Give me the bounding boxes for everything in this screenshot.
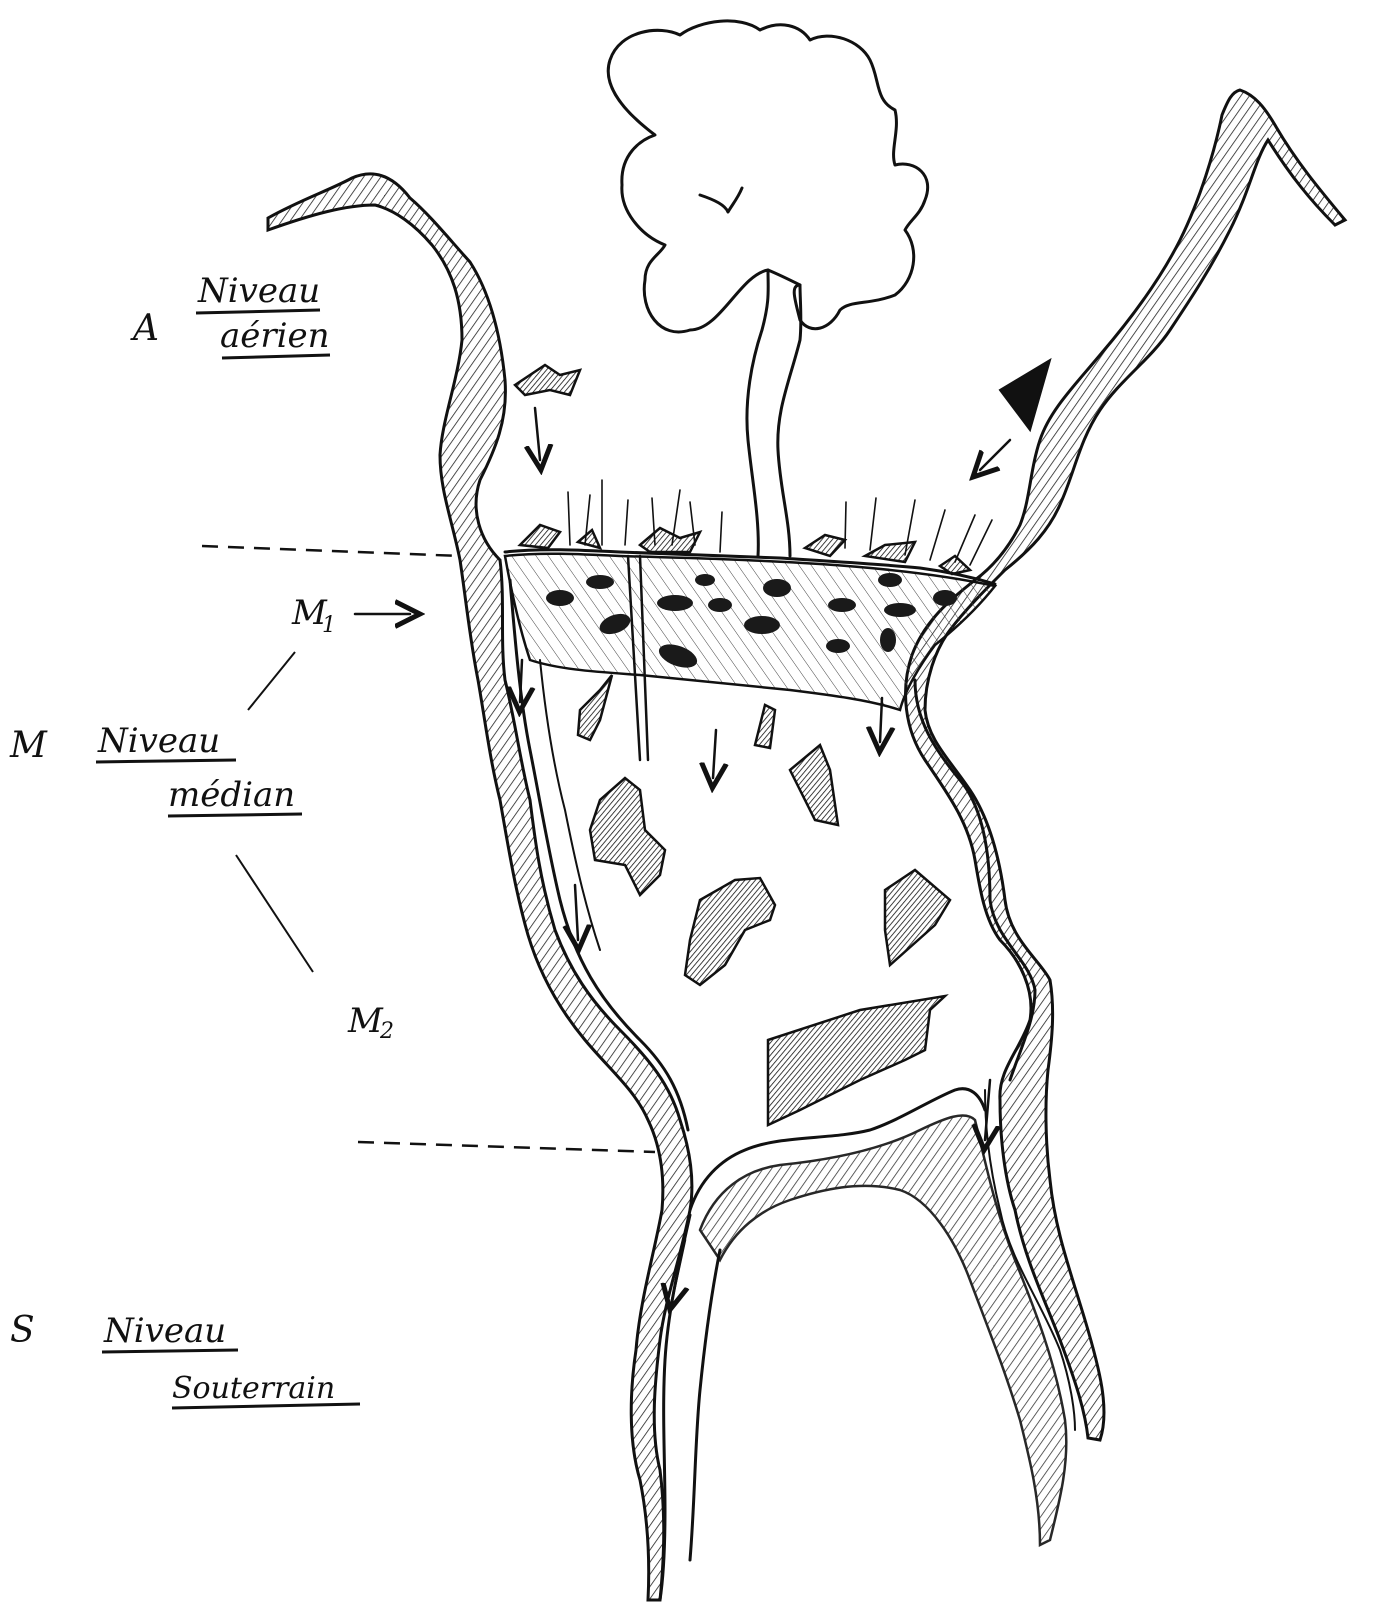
arrow-icon — [575, 885, 578, 940]
falling-stone-right — [1000, 360, 1050, 430]
m1-subscript: 1 — [322, 613, 336, 638]
arrow-icon — [535, 408, 540, 460]
pebble — [878, 573, 902, 587]
pebble — [828, 598, 856, 612]
m-to-m1-leader — [248, 652, 295, 710]
label-level-m: M Niveau médian — [9, 721, 302, 816]
separator-median-souterrain — [358, 1142, 655, 1152]
pebble — [744, 616, 780, 634]
m-to-m2-leader — [236, 855, 313, 972]
separator-aerien-median — [202, 546, 460, 556]
m2-subscript: 2 — [379, 1019, 394, 1044]
level-a-subtitle: aérien — [220, 316, 330, 356]
m2-label: M — [347, 1001, 384, 1041]
pebble — [546, 590, 574, 606]
pebble — [657, 595, 693, 611]
falling-stone-left — [515, 365, 580, 395]
lower-outlet-stream-right — [690, 1250, 720, 1560]
pebble — [826, 639, 850, 653]
level-m-title: Niveau — [97, 721, 220, 761]
label-m2: M 2 — [347, 1001, 394, 1044]
pebble — [933, 590, 957, 606]
level-s-letter: S — [10, 1310, 35, 1351]
label-level-s: S Niveau Souterrain — [10, 1310, 360, 1408]
right-inner-channel — [915, 680, 1035, 1080]
pebble — [880, 628, 896, 652]
pebble — [695, 574, 715, 586]
tree-trunk — [747, 270, 801, 556]
level-a-title: Niveau — [197, 271, 320, 311]
label-m1: M 1 — [291, 593, 336, 638]
level-s-title: Niveau — [103, 1311, 226, 1351]
label-level-a: A Niveau aérien — [130, 271, 330, 358]
tree-branch — [700, 188, 742, 212]
level-s-subtitle: Souterrain — [172, 1371, 335, 1406]
level-m-subtitle: médian — [168, 775, 295, 815]
level-a-letter: A — [130, 308, 159, 349]
pebble — [586, 575, 614, 589]
pebble — [708, 598, 732, 612]
arrow-icon — [980, 440, 1010, 470]
level-m-letter: M — [9, 725, 48, 766]
arrow-icon — [713, 730, 716, 778]
pebble — [763, 579, 791, 597]
pebble — [884, 603, 916, 617]
